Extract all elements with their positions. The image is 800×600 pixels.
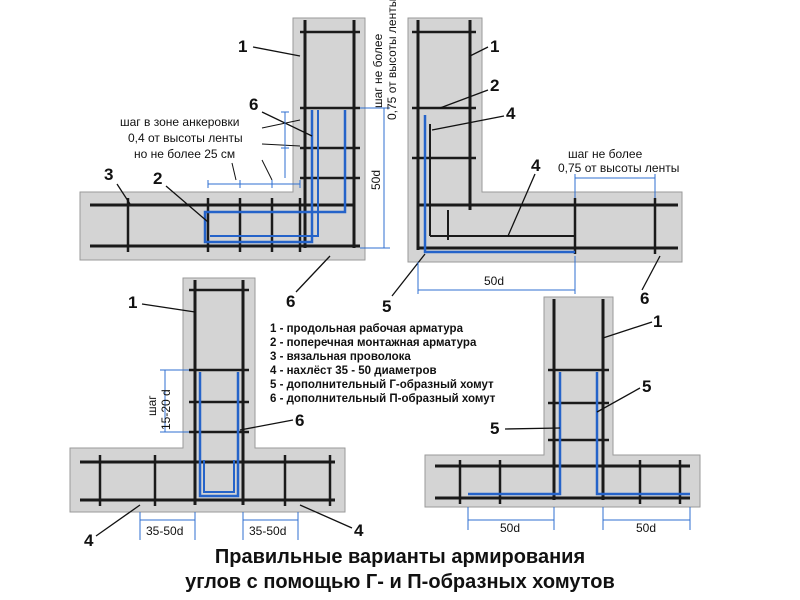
title-line-2: углов с помощью Г- и П-образных хомутов xyxy=(185,571,615,593)
label-1-br: 1 xyxy=(653,312,662,331)
legend-item-6: 6 - дополнительный П-образный хомут xyxy=(270,393,496,405)
anchor-text-2: 0,4 от высоты ленты xyxy=(128,131,243,145)
tee-bottom-right: 1 5 5 50d 50d xyxy=(424,296,701,535)
label-3-tl: 3 xyxy=(104,165,113,184)
stirrups-tr xyxy=(412,30,657,254)
label-5-tr: 5 xyxy=(382,297,391,316)
anchor-text-1: шаг в зоне анкеровки xyxy=(120,115,239,129)
label-6-tr: 6 xyxy=(640,289,649,308)
label-4-bl-left: 4 xyxy=(84,531,94,550)
legend-item-1: 1 - продольная рабочая арматура xyxy=(270,323,464,335)
label-1-bl: 1 xyxy=(128,293,137,312)
clamp-br-g-left xyxy=(468,372,562,496)
concrete-tr xyxy=(407,17,683,263)
label-2-tl: 2 xyxy=(153,169,162,188)
clamp-br-g-right xyxy=(595,372,690,496)
legend-item-4: 4 - нахлёст 35 - 50 диаметров xyxy=(270,365,437,377)
vstep-text-2: 0,75 от высоты ленты xyxy=(385,0,399,120)
label-6-tl-top: 6 xyxy=(249,95,258,114)
label-5-br-right: 5 xyxy=(642,377,651,396)
hstep-text-1: шаг не более xyxy=(568,147,643,161)
label-4-tr-top: 4 xyxy=(506,104,516,123)
dim-50d-br-right: 50d xyxy=(636,521,656,535)
anchor-text-3: но не более 25 см xyxy=(134,147,235,161)
vstep-text-1: шаг не более xyxy=(371,33,385,108)
label-2-tr: 2 xyxy=(490,76,499,95)
label-1-tr: 1 xyxy=(490,37,499,56)
step-text-2: 15-20 d xyxy=(159,389,173,430)
clamp-tr-g xyxy=(423,115,575,254)
corner-top-right: 1 2 4 4 5 6 шаг не более 0,75 от высоты … xyxy=(382,17,683,316)
stirrups-tl-vertical xyxy=(300,30,360,180)
legend-item-3: 3 - вязальная проволока xyxy=(270,351,411,363)
dim-35-50-left: 35-50d xyxy=(146,524,183,538)
label-1-tl: 1 xyxy=(238,37,247,56)
dim-50d-horizontal: 50d xyxy=(484,274,504,288)
label-6-tl-bottom: 6 xyxy=(286,292,295,311)
dim-50d-vertical: 50d xyxy=(369,170,383,190)
label-4-tr-mid: 4 xyxy=(531,156,541,175)
corner-top-left: 1 6 3 2 6 шаг в зоне анкеровки 0,4 от вы… xyxy=(79,17,390,311)
title-line-1: Правильные варианты армирования xyxy=(215,546,585,568)
step-text-1: шаг xyxy=(145,395,159,416)
clamp-bl-p xyxy=(198,372,240,498)
hstep-text-2: 0,75 от высоты ленты xyxy=(558,161,679,175)
legend-item-2: 2 - поперечная монтажная арматура xyxy=(270,337,477,349)
legend: 1 - продольная рабочая арматура 2 - попе… xyxy=(270,323,496,405)
clamp-tl-p xyxy=(203,110,347,244)
dim-35-50-right: 35-50d xyxy=(249,524,286,538)
concrete-bl xyxy=(69,277,346,513)
label-4-bl-right: 4 xyxy=(354,521,364,540)
tee-bottom-left: 1 6 4 4 шаг 15-20 d 35-50d 35-50d xyxy=(69,277,364,550)
dim-50d-br-left: 50d xyxy=(500,521,520,535)
stirrups-br xyxy=(458,368,682,504)
legend-item-5: 5 - дополнительный Г-образный хомут xyxy=(270,379,494,391)
concrete-tl xyxy=(79,17,366,261)
label-6-bl: 6 xyxy=(295,411,304,430)
label-5-br-left: 5 xyxy=(490,419,499,438)
anchor-dim-tl xyxy=(207,111,301,188)
